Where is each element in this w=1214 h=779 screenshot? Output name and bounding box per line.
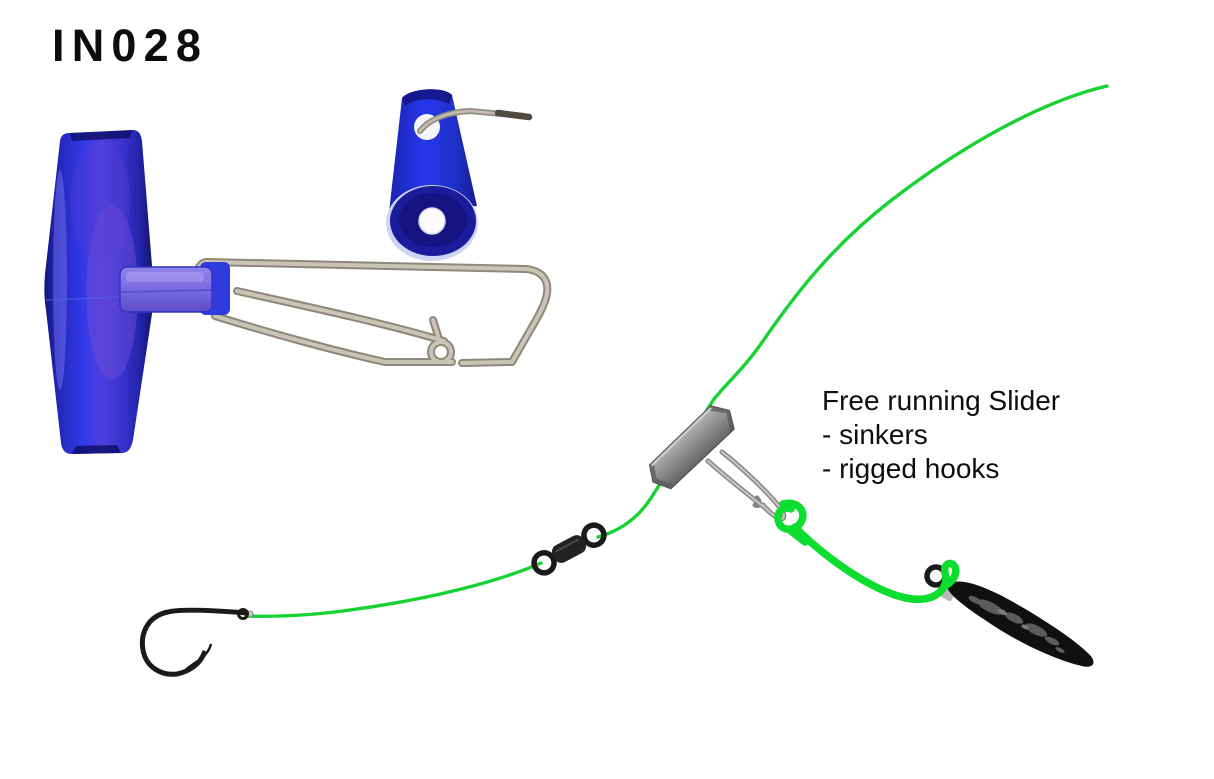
tube-photo [386, 89, 533, 261]
tube-wire [417, 108, 533, 134]
annotation-item-sinkers: - sinkers [822, 419, 928, 450]
fishing-hook [139, 607, 254, 677]
main-line-lower [244, 561, 543, 618]
sinker-texture [968, 595, 1065, 653]
hook-eye [237, 608, 249, 620]
line-slider-snap [705, 449, 787, 522]
tube-center-hole [418, 207, 446, 235]
line-slider-barrel [648, 405, 735, 490]
rig-diagram [139, 84, 1109, 677]
annotation-block: Free running Slider - sinkers - rigged h… [822, 384, 1060, 486]
annotation-item-rigged-hooks: - rigged hooks [822, 453, 1000, 484]
slider-barrel [44, 130, 154, 454]
main-line [596, 84, 1109, 539]
snap-clip [190, 258, 552, 367]
barrel-swivel [531, 522, 607, 576]
rig-loop-line [774, 499, 960, 604]
slider-photo [44, 130, 552, 454]
line-slider [648, 405, 787, 522]
slider-clamp-tab [119, 262, 230, 315]
annotation-heading: Free running Slider [822, 385, 1061, 416]
tube-body [386, 89, 478, 261]
page-title: IN028 [52, 20, 209, 71]
